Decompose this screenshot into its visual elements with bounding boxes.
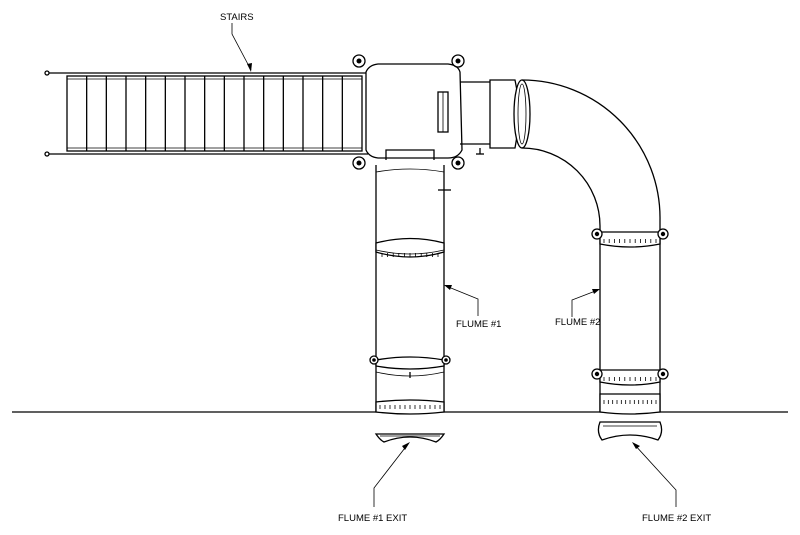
flume-2 (489, 79, 669, 441)
flume-1-exit-callout: FLUME #1 EXIT (338, 442, 410, 524)
flume-1 (369, 165, 451, 443)
flume-1-label: FLUME #1 (456, 319, 501, 330)
flume-1-callout: FLUME #1 (444, 285, 501, 330)
stairs-callout: STAIRS (220, 12, 254, 72)
platform (352, 54, 490, 170)
flume-2-exit-callout: FLUME #2 EXIT (632, 442, 711, 524)
stairs (44, 70, 368, 157)
stairs-label: STAIRS (220, 12, 254, 23)
flume-2-callout: FLUME #2 (555, 289, 600, 328)
flume-2-label: FLUME #2 (555, 317, 600, 328)
flume-2-exit-label: FLUME #2 EXIT (642, 513, 711, 524)
flume-1-exit-label: FLUME #1 EXIT (338, 513, 407, 524)
